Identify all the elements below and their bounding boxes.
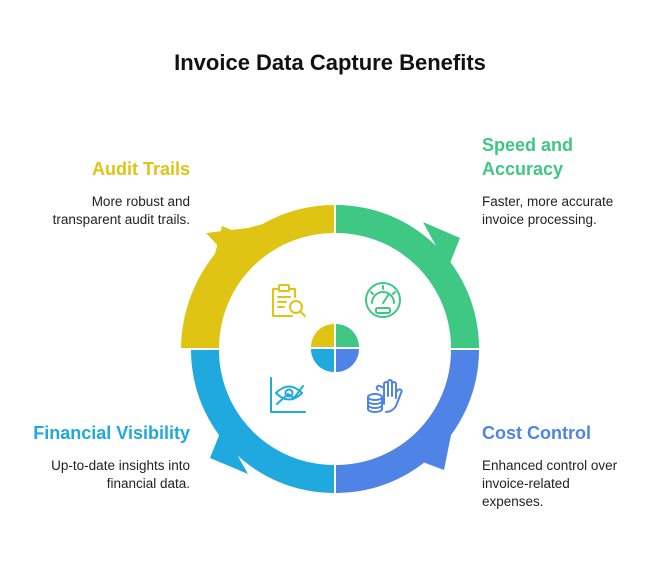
audit-trails-description-line: transparent audit trails. — [52, 212, 190, 227]
cost-control-label: Cost Control — [482, 423, 591, 443]
cost-control-arrow — [412, 430, 452, 470]
clipboard-search-icon — [272, 284, 306, 317]
cost-control-description-line: expenses. — [482, 494, 544, 509]
audit-trails-description: More robust and transparent audit trails… — [53, 193, 190, 229]
speed-accuracy-label-line: Speed and — [482, 135, 574, 155]
center-visibility-quadrant — [311, 349, 334, 372]
page-title: Invoice Data Capture Benefits — [174, 50, 486, 75]
financial-visibility-description: Up-to-date insights into financial data. — [51, 457, 190, 493]
cost-control-segment — [336, 350, 479, 493]
speed-accuracy-description-line: invoice processing. — [482, 212, 597, 227]
center-speed-quadrant — [336, 324, 359, 347]
speed-accuracy-description: Faster, more accurate invoice processing… — [482, 193, 613, 229]
center-audit-quadrant — [311, 324, 334, 347]
center-cost-quadrant — [336, 349, 359, 372]
hand-coins-icon — [367, 379, 403, 413]
speedometer-icon — [365, 282, 401, 318]
speed-accuracy-segment — [336, 205, 479, 348]
speed-accuracy-description-line: Faster, more accurate — [482, 194, 614, 209]
financial-visibility-description-line: financial data. — [106, 476, 190, 491]
cost-control-description-line: Enhanced control over — [482, 458, 618, 473]
financial-visibility-description-line: Up-to-date insights into — [51, 458, 190, 473]
financial-visibility-segment — [191, 350, 334, 493]
cost-control-description: Enhanced control over invoice-related ex… — [482, 457, 617, 511]
speed-accuracy-arrow — [423, 222, 460, 268]
audit-trails-segment-fill — [191, 205, 334, 348]
speed-accuracy-label: Speed and Accuracy — [482, 133, 573, 181]
cost-control-description-line: invoice-related — [482, 476, 570, 491]
eye-chart-icon — [270, 377, 306, 413]
audit-trails-label: Audit Trails — [91, 159, 190, 179]
financial-visibility-label: Financial Visibility — [33, 423, 190, 443]
financial-visibility-arrow — [210, 428, 248, 474]
audit-trails-description-line: More robust and — [91, 194, 190, 209]
audit-trails-arrow — [212, 226, 256, 266]
speed-accuracy-label-line: Accuracy — [482, 159, 564, 179]
